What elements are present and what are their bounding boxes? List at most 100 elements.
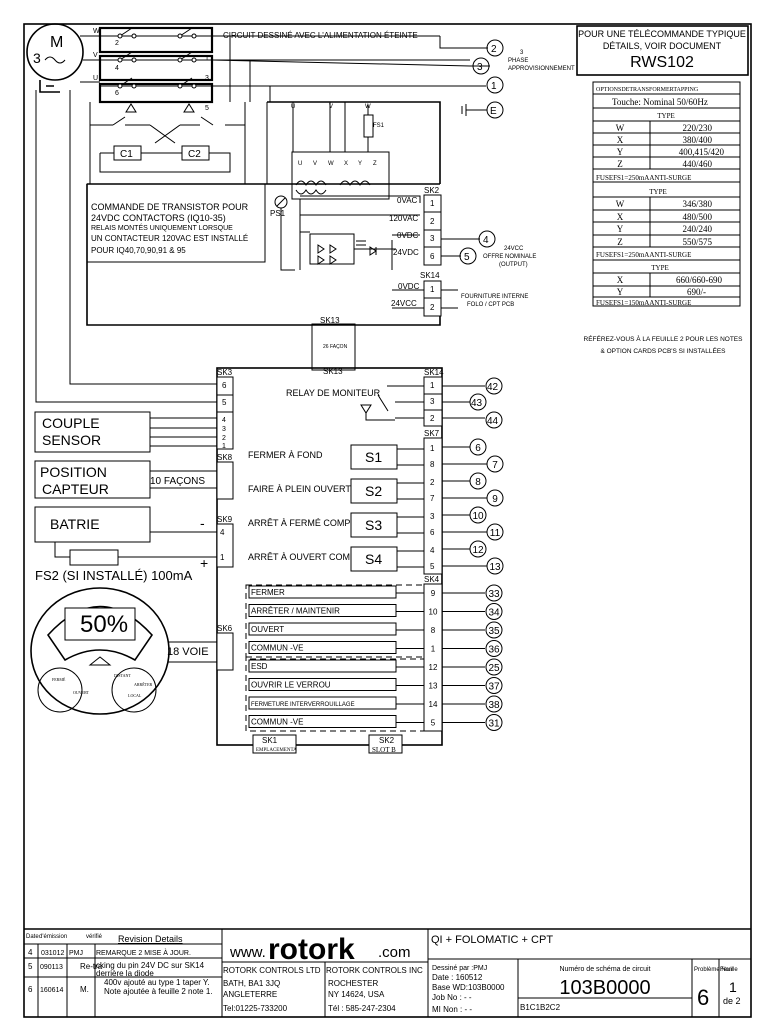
- logo-pre: www.: [229, 944, 266, 961]
- sk4-row-box: [248, 585, 397, 599]
- rev-header-emission: d'émission: [39, 934, 67, 940]
- terminal-node: [469, 472, 487, 490]
- tt-s2-title: TYPE: [649, 188, 667, 196]
- tap-x: X: [344, 161, 348, 167]
- transistor-note-1: COMMANDE DE TRANSISTOR POUR: [91, 202, 249, 212]
- knob-right-2: ARRÊTER: [134, 682, 153, 687]
- switch-pin: 7: [430, 494, 435, 503]
- node-42: 42: [487, 382, 499, 393]
- bottom-sk1-label: SK1: [262, 736, 278, 745]
- sk4-row-text: FERMER: [251, 588, 285, 597]
- supply-label-2: PHASE: [508, 58, 528, 64]
- tt-s3-r1-key: X: [617, 275, 624, 285]
- motor-phase: 3: [33, 50, 41, 66]
- terminal-node-label: 7: [492, 460, 498, 471]
- rev1-details: REMARQUE 2 MISE À JOUR.: [96, 948, 191, 957]
- motor-terminal-u: U: [93, 75, 98, 82]
- rev3-details: 400v ajouté au type 1 taper Y. Note ajou…: [104, 978, 213, 996]
- terminal-node-label: 38: [488, 700, 500, 711]
- contactor-coils: [89, 102, 246, 184]
- terminal-node: [469, 438, 487, 456]
- sk7-connector: [423, 437, 443, 575]
- tt-s2-r3-val: 240/240: [682, 224, 712, 234]
- terminal-node: [485, 714, 503, 731]
- sk4-pin: 14: [429, 700, 438, 709]
- sk6-connector: [216, 632, 234, 671]
- rev-header-verif: vérifié: [86, 934, 103, 940]
- terminal-node: [485, 695, 503, 713]
- tt-s2-r4-key: Z: [617, 237, 623, 247]
- tap-v: V: [313, 161, 317, 167]
- terminal-node: [485, 677, 503, 694]
- relay-pin1: 1: [430, 381, 435, 390]
- terminal-node: [485, 640, 503, 657]
- sk2-pin1-text: 0VAC: [397, 196, 418, 205]
- tt-s3-r2-key: Y: [617, 287, 624, 297]
- sk14-top-pin2-num: 2: [430, 303, 435, 312]
- transformer-table: [592, 81, 741, 307]
- remote-note-doc: RWS102: [630, 54, 694, 71]
- bottom-sk1-sub: EMPLACEMENTA: [256, 748, 297, 753]
- scheme-codes: B1C1B2C2: [520, 1003, 561, 1012]
- sk2-pin3-text: 0VDC: [397, 231, 419, 240]
- sk4-row-box: [248, 715, 397, 728]
- switch-pin: 3: [430, 512, 435, 521]
- switch-box: [350, 444, 398, 470]
- scheme-number: 103B0000: [559, 977, 650, 999]
- supply-nodes: [461, 39, 504, 119]
- transformer-fuse: FS1: [373, 123, 385, 129]
- supply-label-1: 3: [520, 50, 524, 56]
- tt-title: OPTIONSDETRANSFORMERTAPPING: [596, 87, 699, 93]
- sheet-number: 1: [729, 979, 737, 995]
- sk13-mid: 26 FAÇON: [323, 344, 348, 350]
- switch-label: S1: [365, 449, 382, 465]
- top-tap-v: V: [329, 104, 333, 110]
- notes-ref-line1: RÉFÉREZ-VOUS À LA FEUILLE 2 POUR LES NOT…: [584, 334, 744, 343]
- sk4-row-box: [248, 604, 397, 617]
- tap-z: Z: [373, 161, 377, 167]
- contactor-grid: [98, 26, 490, 104]
- sk3-pin4: 4: [222, 417, 226, 424]
- terminal-node: [485, 621, 503, 639]
- tt-s2-r2-key: X: [617, 212, 624, 222]
- supply-box-line: [267, 101, 441, 184]
- sk4-row-text: ESD: [251, 662, 268, 671]
- rotork-logo: rotork: [268, 933, 355, 966]
- battery-box: [34, 506, 151, 543]
- terminal-node-label: 6: [475, 443, 481, 454]
- rev1-num: 4: [28, 948, 33, 957]
- sk4-row-box: [248, 696, 397, 710]
- sk3-pin6: 6: [222, 381, 227, 390]
- mi-no: MI Non : - -: [432, 1005, 472, 1014]
- rev1-date: 031012: [41, 950, 64, 957]
- switch-pin: 2: [430, 478, 435, 487]
- contact-label-5: 5: [205, 105, 209, 112]
- sk6-label: SK6: [217, 624, 233, 633]
- transistor-note-3: RELAIS MONTÉS UNIQUEMENT LORSQUE: [91, 223, 233, 232]
- addr-us-2: ROCHESTER: [328, 979, 378, 988]
- terminal-node: [469, 506, 487, 524]
- addr-uk-3: ANGLETERRE: [223, 990, 277, 999]
- rev3-num: 6: [28, 985, 33, 994]
- tt-s2-r4-val: 550/575: [682, 237, 712, 247]
- sk3-pin2: 2: [222, 435, 226, 442]
- tt-s3-r2-val: 690/-: [687, 287, 706, 297]
- terminal-node-label: 34: [488, 608, 500, 619]
- sk4-row-text: ARRÊTER / MAINTENIR: [251, 607, 340, 616]
- sk2-pin4-text: 24VDC: [393, 248, 419, 257]
- motor-label: M: [50, 34, 63, 51]
- couple-sensor-box: [34, 411, 151, 453]
- fs2-label: FS2 (SI INSTALLÉ) 100mA: [35, 568, 193, 583]
- sk2-pin1-num: 1: [430, 199, 435, 208]
- couple-line2: SENSOR: [42, 432, 101, 448]
- notes-ref-line2: & OPTION CARDS PCB'S SI INSTALLÉES: [600, 346, 726, 355]
- sk4-row-box: [248, 659, 397, 673]
- terminal-node-label: 37: [488, 682, 500, 693]
- relay-pin2: 2: [430, 414, 435, 423]
- tt-s1-r3-key: Y: [617, 147, 624, 157]
- tt-s2-r1-val: 346/380: [682, 199, 712, 209]
- sk3-pin3: 3: [222, 426, 226, 433]
- switch-box: [350, 512, 398, 538]
